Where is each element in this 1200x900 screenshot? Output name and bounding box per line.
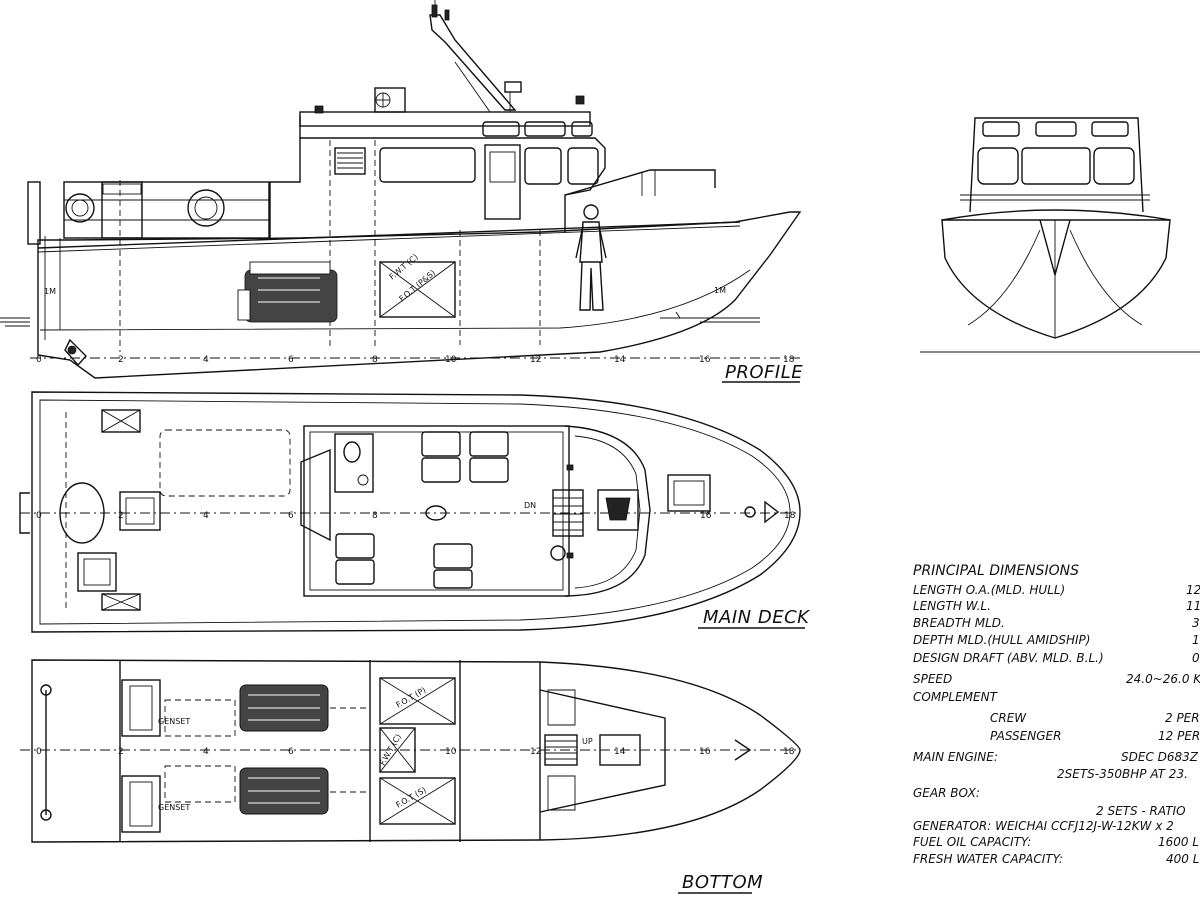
dim-label: LENGTH W.L. — [913, 599, 991, 613]
dim-value: 2 PER — [1165, 711, 1200, 725]
dim-value: 3 — [1192, 616, 1200, 630]
dim-label: COMPLEMENT — [913, 690, 999, 704]
fuel-tank-stbd: F.O.T (S) — [379, 777, 456, 825]
dim-label: BREADTH MLD. — [913, 616, 1005, 630]
hull-profile — [37, 211, 802, 379]
genset-lower-label: GENSET — [158, 803, 190, 812]
dim-value: 2SETS-350BHP AT 23. — [1057, 767, 1188, 781]
frame-label: 8 — [372, 511, 378, 521]
dim-label: MAIN ENGINE: — [913, 750, 998, 764]
frame-label: 0 — [36, 747, 42, 757]
frame-label: 14 — [614, 355, 626, 365]
frame-label: 16 — [699, 747, 711, 757]
frame-label: 14 — [614, 747, 626, 757]
mast — [429, 14, 517, 111]
frame-label: 18 — [784, 511, 796, 521]
dim-label: FRESH WATER CAPACITY: — [913, 852, 1063, 866]
frame-label: 4 — [203, 511, 209, 521]
profile-view: 0 2 4 6 8 10 12 14 16 18 — [0, 0, 803, 383]
frame-label: 10 — [445, 355, 457, 365]
frame-label: 12 — [530, 747, 541, 757]
frame-label: 2 — [118, 355, 124, 365]
main-engine-port — [239, 684, 329, 732]
dim-label: CREW — [990, 711, 1027, 725]
bottom-view: 0 2 4 6 10 12 14 16 18 GENSET GENSET — [20, 659, 801, 894]
stair-dn-label: DN — [524, 501, 536, 510]
frame-label: 2 — [118, 511, 124, 521]
frame-label: 8 — [372, 355, 378, 365]
main-engine-stbd — [239, 767, 329, 815]
dim-value: SDEC D683Z — [1121, 750, 1199, 764]
dim-value: 12 PER — [1158, 729, 1200, 743]
dim-value: 400 L — [1166, 852, 1199, 866]
frame-label: 16 — [699, 355, 711, 365]
dim-value: 1600 L — [1158, 835, 1199, 849]
frame-label: 18 — [783, 355, 795, 365]
dim-value: 2 SETS - RATIO — [1096, 804, 1186, 818]
bottom-outline — [31, 659, 801, 843]
dim-label: GEAR BOX: — [913, 786, 980, 800]
wheelhouse-profile — [269, 137, 606, 238]
stair-up-label: UP — [582, 737, 593, 746]
dim-value: 0 — [1192, 651, 1200, 665]
main-deck-view: 0 2 4 6 8 16 18 — [19, 391, 810, 633]
dim-label: DEPTH MLD.(HULL AMIDSHIP) — [913, 633, 1090, 647]
engine-profile-sketch — [237, 261, 338, 323]
main-deck-view-title: MAIN DECK — [703, 607, 810, 628]
dim-value: 24.0~26.0 K — [1126, 672, 1200, 686]
frame-label: 4 — [203, 747, 209, 757]
fwt-label: F.W.T (C) — [388, 252, 420, 281]
draft-mark-aft: 1M — [44, 287, 56, 296]
frame-label: 0 — [36, 511, 42, 521]
fot-label: F.O.T (P&S) — [398, 268, 438, 303]
fuel-tank-port: F.O.T (P) — [379, 677, 456, 725]
profile-view-title: PROFILE — [725, 362, 803, 383]
body-plan-view — [920, 117, 1200, 353]
dimensions-heading: PRINCIPAL DIMENSIONS — [913, 563, 1079, 579]
passenger-seats — [335, 431, 509, 589]
main-deck-outline — [31, 391, 801, 633]
frame-label: 10 — [445, 747, 457, 757]
dim-label: DESIGN DRAFT (ABV. MLD. B.L.) — [913, 651, 1104, 665]
dim-label: SPEED — [913, 672, 952, 686]
frame-label: 18 — [783, 747, 795, 757]
bottom-view-title: BOTTOM — [682, 872, 763, 893]
draft-mark-fwd: 1M — [714, 286, 726, 295]
genset-upper-label: GENSET — [158, 717, 190, 726]
person-scale-figure — [575, 204, 607, 311]
frame-label: 0 — [36, 355, 42, 365]
frame-label: 16 — [700, 511, 712, 521]
frame-label: 6 — [288, 747, 294, 757]
body-plan-hull — [941, 219, 1171, 339]
dim-value: 12 — [1186, 583, 1200, 597]
frame-label: 6 — [288, 511, 294, 521]
dim-value: 11 — [1186, 599, 1200, 613]
principal-dimensions-table: PRINCIPAL DIMENSIONS LENGTH O.A.(MLD. HU… — [913, 563, 1200, 866]
profile-frame-scale: 0 2 4 6 8 10 12 14 16 18 — [36, 355, 795, 365]
dim-label: GENERATOR: WEICHAI CCFJ12J-W-12KW x 2 — [913, 819, 1174, 833]
frame-label: 2 — [118, 747, 124, 757]
frame-label: 6 — [288, 355, 294, 365]
frame-label: 4 — [203, 355, 209, 365]
tank-box-profile: F.W.T (C) F.O.T (P&S) — [379, 252, 456, 318]
dim-label: PASSENGER — [990, 729, 1061, 743]
dim-value: 1 — [1192, 633, 1200, 647]
frame-label: 12 — [530, 355, 541, 365]
dim-label: FUEL OIL CAPACITY: — [913, 835, 1031, 849]
dim-label: LENGTH O.A.(MLD. HULL) — [913, 583, 1065, 597]
